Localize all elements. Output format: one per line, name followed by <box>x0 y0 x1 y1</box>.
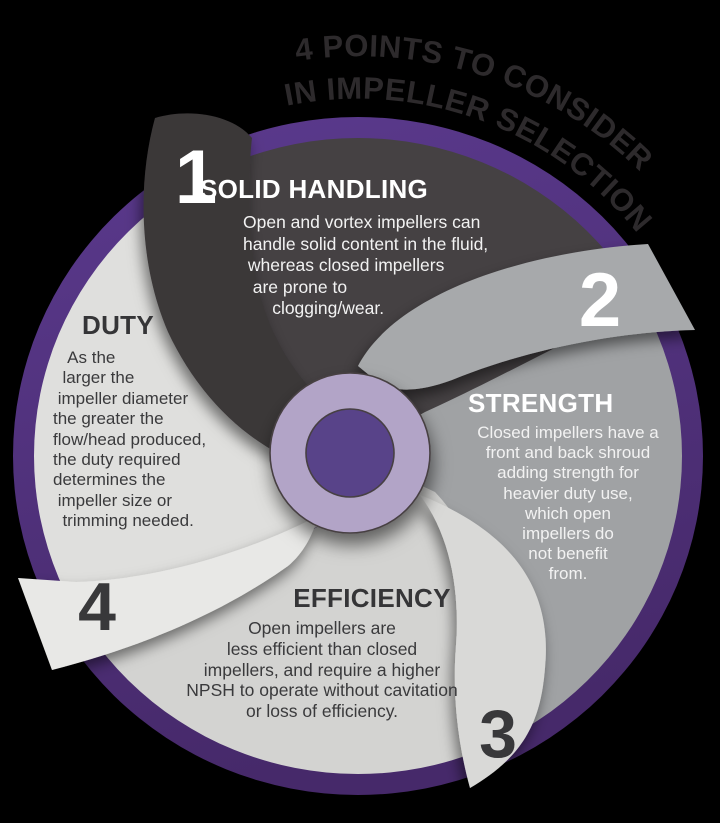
section-body-strength: Closed impellers have a front and back s… <box>477 423 659 584</box>
blade-arm-4 <box>18 516 318 670</box>
blade-number-3: 3 <box>479 696 517 772</box>
section-body-solid-handling: Open and vortex impellers can handle sol… <box>243 212 489 319</box>
section-heading-duty: DUTY <box>82 310 154 340</box>
blade-body-solid-handling <box>191 138 682 453</box>
blade-arm-3 <box>420 495 546 788</box>
blade-number-2: 2 <box>579 258 621 343</box>
section-body-duty: As the larger the impeller diameter the … <box>53 348 207 531</box>
blade-number-1: 1 <box>175 135 217 220</box>
section-body-efficiency: Open impellers are less efficient than c… <box>186 618 458 722</box>
blade-arm-1 <box>143 113 330 464</box>
section-heading-strength: STRENGTH <box>468 388 614 418</box>
hub-inner-circle <box>305 408 395 498</box>
section-heading-efficiency: EFFICIENCY <box>293 583 451 613</box>
section-heading-solid-handling: SOLID HANDLING <box>200 174 429 204</box>
blade-number-4: 4 <box>78 569 116 645</box>
blade-arm-2 <box>358 244 695 390</box>
